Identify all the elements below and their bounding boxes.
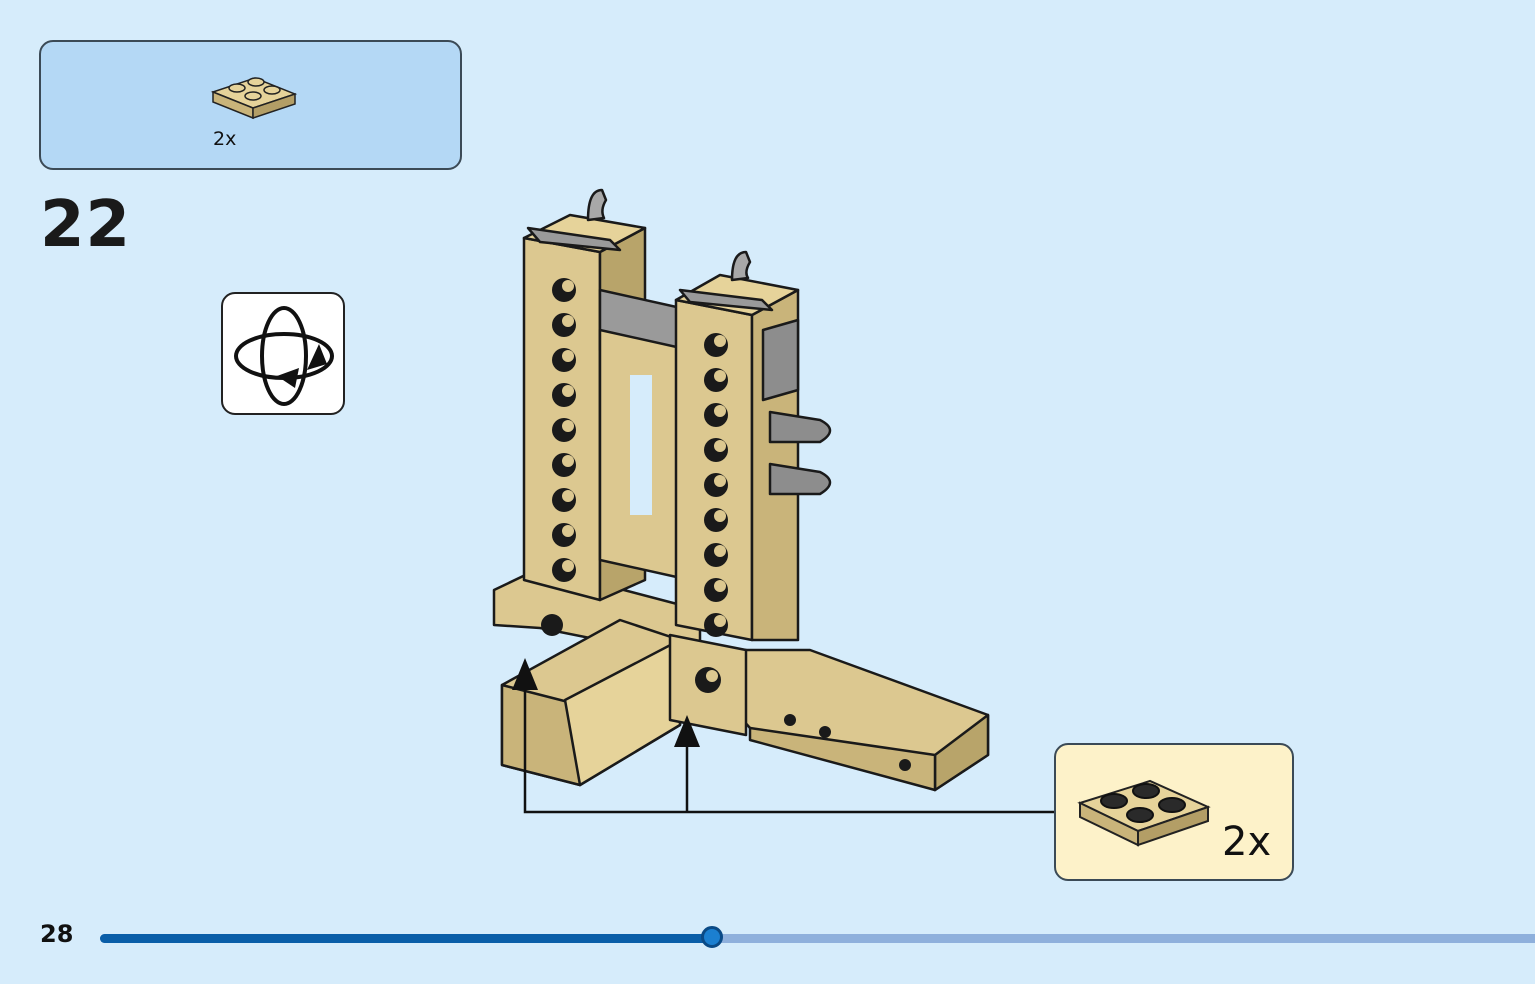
tan-plate-2x2-icon: [1077, 779, 1211, 847]
callout-quantity: 2x: [1222, 819, 1272, 865]
progress-track: [100, 934, 1535, 943]
tan-plate-2x2-icon: [210, 77, 298, 120]
rotate-model-icon: [234, 306, 334, 406]
progress-knob[interactable]: [701, 926, 723, 948]
step-number: 22: [40, 188, 132, 262]
progress-fill: [100, 934, 712, 943]
arrow-up-right: [674, 715, 700, 747]
rotate-indicator: [221, 292, 345, 415]
parts-list-box: 2x: [39, 40, 462, 170]
page-number: 28: [40, 920, 74, 948]
arrow-up-left: [512, 658, 538, 690]
parts-quantity: 2x: [213, 128, 237, 150]
callout-parts-box: 2x: [1054, 743, 1294, 881]
model-assembly-illustration: [492, 188, 990, 792]
